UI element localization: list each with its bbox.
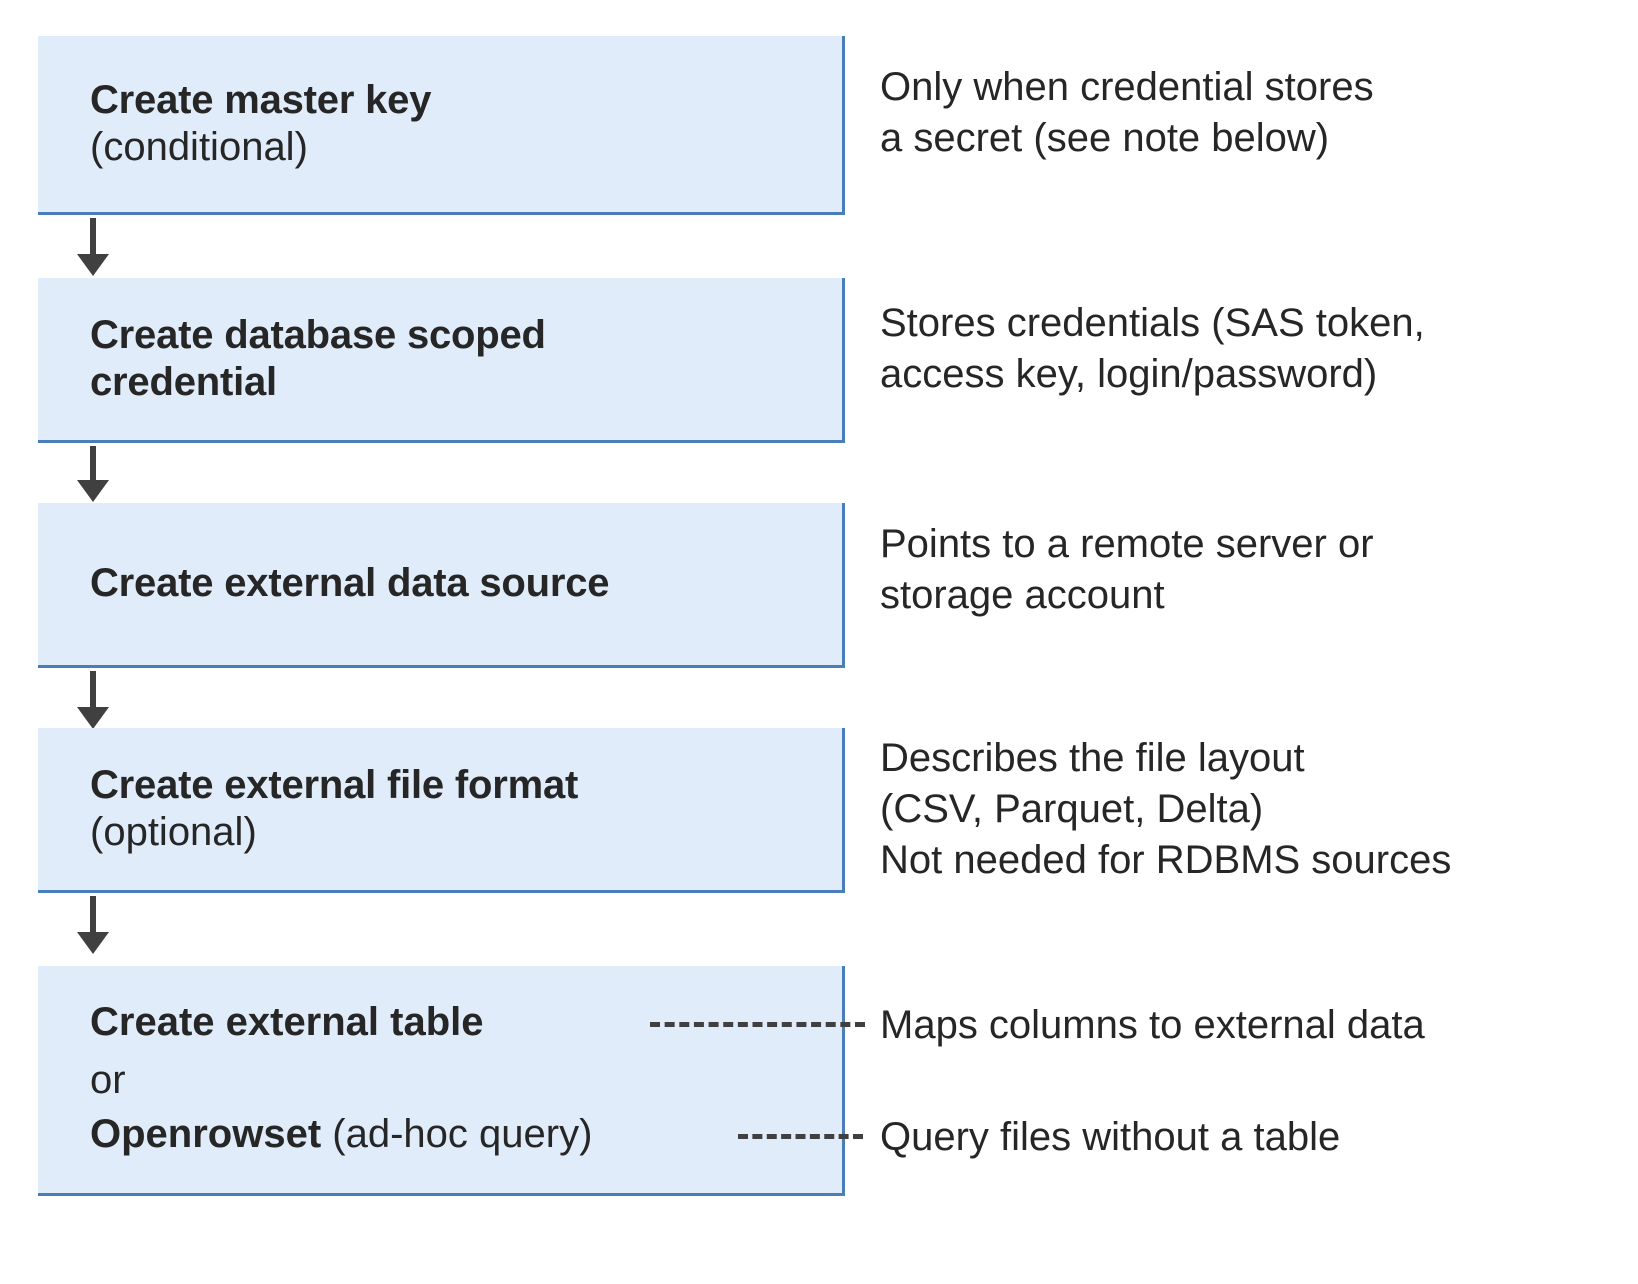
step-note-create-external-file-format: Describes the file layout (CSV, Parquet,… — [880, 736, 1452, 883]
step-note-create-database-scoped-credential: Stores credentials (SAS token, access ke… — [880, 301, 1425, 397]
final-note-a: Maps columns to external data — [880, 1003, 1425, 1047]
down-arrow-icon-3 — [77, 671, 109, 729]
final-option-b-row: Openrowset (ad-hoc query) — [38, 1112, 845, 1157]
step-box-create-master-key[interactable]: Create master key (conditional) — [38, 36, 845, 215]
step-note-create-master-key: Only when credential stores a secret (se… — [880, 65, 1374, 161]
down-arrow-icon-2 — [77, 446, 109, 502]
step-box-create-external-table-or-openrowset[interactable] — [38, 966, 845, 1196]
step-box-create-database-scoped-credential[interactable]: Create database scoped credential — [38, 278, 845, 443]
step-subtitle: (optional) — [90, 810, 257, 854]
final-note-b: Query files without a table — [880, 1115, 1341, 1159]
down-arrow-icon-1 — [77, 218, 109, 276]
dashed-leader-icon-a — [650, 1022, 865, 1027]
step-subtitle: (conditional) — [90, 125, 308, 169]
final-separator-label: or — [90, 1058, 126, 1102]
dashed-leader-icon-b — [738, 1134, 863, 1139]
step-title: Create external data source — [90, 561, 610, 606]
step-box-create-external-data-source[interactable]: Create external data source — [38, 503, 845, 668]
step-title: Create master key — [90, 77, 432, 122]
final-option-b-label: Openrowset — [90, 1112, 322, 1156]
down-arrow-icon-4 — [77, 896, 109, 954]
step-box-create-external-file-format[interactable]: Create external file format (optional) — [38, 728, 845, 893]
final-option-b-qualifier: (ad-hoc query) — [321, 1112, 593, 1156]
final-option-a-label: Create external table — [90, 1000, 484, 1044]
step-title: Create database scoped credential — [90, 312, 546, 404]
step-title: Create external file format — [90, 762, 579, 807]
step-note-create-external-data-source: Points to a remote server or storage acc… — [880, 522, 1374, 618]
